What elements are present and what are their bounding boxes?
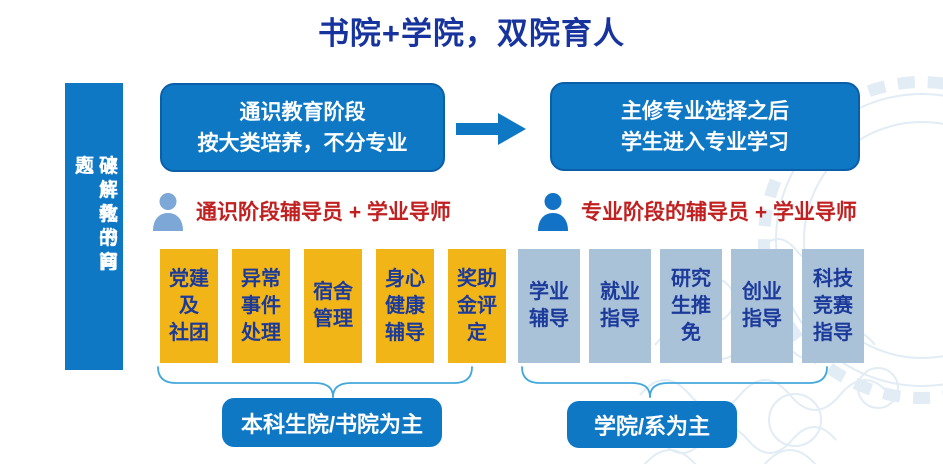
person-icon xyxy=(538,192,568,231)
mentor-row-major: 专业阶段的辅导员 + 学业导师 xyxy=(535,189,857,233)
college-task-row: 学业 辅导 就业 指导 研究 生推 免 创业 指导 科技 竞赛 指导 xyxy=(518,249,864,363)
mentor-row-general: 通识阶段辅导员 + 学业导师 xyxy=(150,189,451,233)
college-task-box: 学业 辅导 xyxy=(518,249,580,363)
bottom-label-college: 学院/系为主 xyxy=(567,401,737,448)
academy-task-row: 党建 及 社团 异常 事件 处理 宿舍 管理 身心 健康 辅导 奖助 金评 定 xyxy=(160,249,506,363)
person-icon xyxy=(153,192,183,231)
academy-task-box: 异常 事件 处理 xyxy=(232,249,290,363)
college-task-box: 创业 指导 xyxy=(731,249,793,363)
underbrace-right-icon xyxy=(521,366,828,398)
page-title: 书院+学院，双院育人 xyxy=(317,16,626,51)
problem-text-line1: 破解教书育人 xyxy=(72,154,117,275)
problem-banner: 破解教书育人 碎片化的问题 xyxy=(65,83,123,370)
bottom-label-academy: 本科生院/书院为主 xyxy=(222,398,442,447)
stage-box-general-education: 通识教育阶段 按大类培养，不分专业 xyxy=(160,83,445,172)
college-task-box: 研究 生推 免 xyxy=(660,249,722,363)
college-task-box: 就业 指导 xyxy=(589,249,651,363)
academy-task-box: 宿舍 管理 xyxy=(304,249,362,363)
academy-task-box: 奖助 金评 定 xyxy=(448,249,506,363)
problem-text-line2: 碎片化的问题 xyxy=(72,154,117,275)
academy-task-box: 党建 及 社团 xyxy=(160,249,218,363)
arrow-right-icon xyxy=(456,113,526,145)
mentor-label-general: 通识阶段辅导员 + 学业导师 xyxy=(196,201,451,224)
college-task-box: 科技 竞赛 指导 xyxy=(802,249,864,363)
stage-box-major-study: 主修专业选择之后 学生进入专业学习 xyxy=(550,82,860,171)
underbrace-left-icon xyxy=(157,366,473,398)
mentor-label-major: 专业阶段的辅导员 + 学业导师 xyxy=(581,201,857,224)
academy-task-box: 身心 健康 辅导 xyxy=(376,249,434,363)
